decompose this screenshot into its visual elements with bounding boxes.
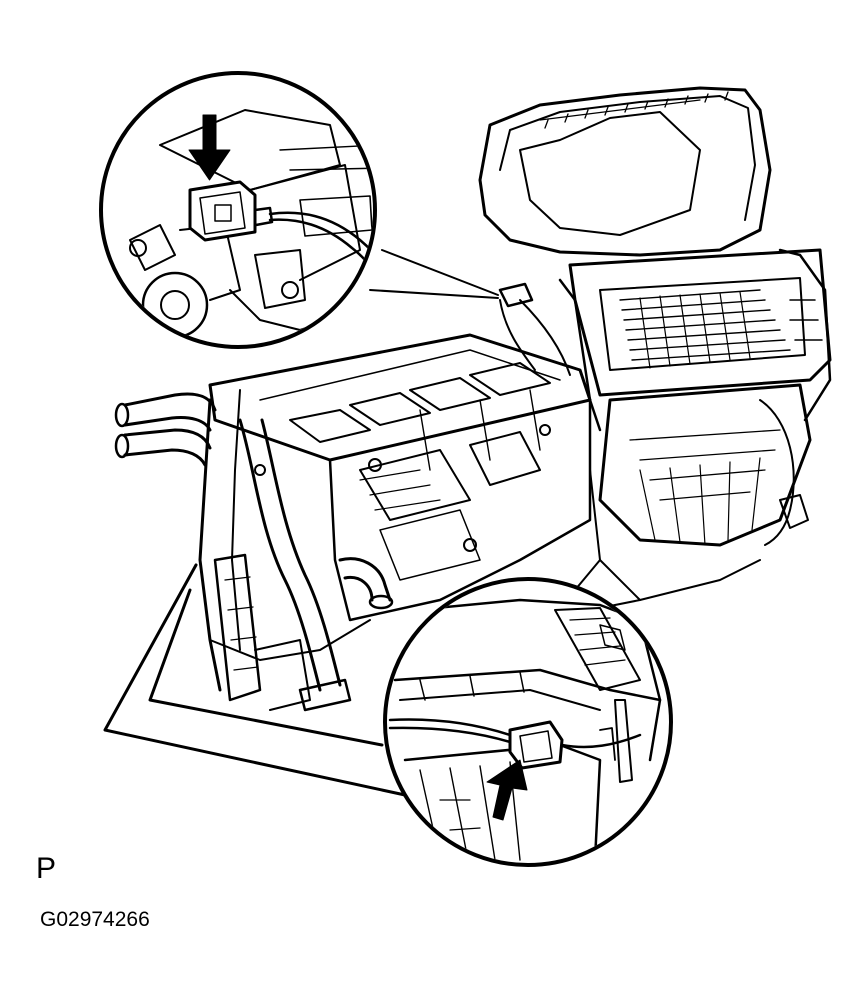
blower-housing (478, 86, 832, 611)
lower-detail-callout (103, 563, 673, 867)
heater-hoses (114, 392, 394, 712)
figure-id: G02974266 (40, 908, 150, 931)
view-label: P (36, 852, 57, 885)
upper-detail-callout (99, 71, 499, 349)
up-arrow-icon (486, 759, 528, 821)
heater-case (198, 282, 592, 692)
down-arrow-icon (188, 114, 231, 181)
